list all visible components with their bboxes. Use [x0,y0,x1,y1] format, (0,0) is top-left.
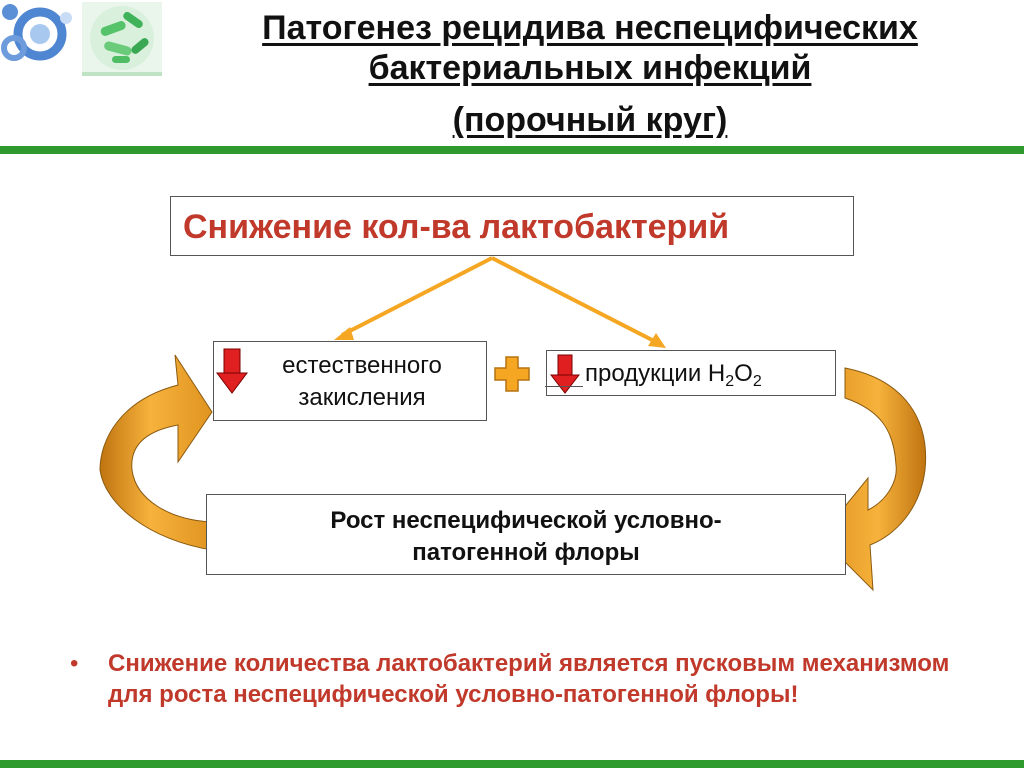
natural-acidification-box: естественного закисления [213,341,487,421]
left-box-line-2: закисления [298,384,426,411]
plus-icon [494,356,530,392]
h2o2-production-box: продукции H2O2 [546,350,836,396]
title-line-1: Патогенез рецидива неспецифических [262,9,918,47]
bullet-marker: • [70,650,79,677]
page-title-line-2: бактериальных инфекций [190,48,990,88]
cycle-arrow-icon [99,354,213,551]
connector-to-left [341,256,493,337]
main-cause-text: Снижение кол-ва лактобактерий [183,208,730,246]
down-arrow-icon [216,348,248,394]
header-divider [0,146,1024,154]
footer-divider [0,760,1024,768]
connector-left-head [334,327,354,340]
bacteria-icon [82,2,162,76]
right-box-mid: O [734,360,753,387]
bottom-box-line-1: Рост неспецифической условно- [330,507,722,534]
bottom-box-line-2: патогенной флоры [412,539,640,566]
cycle-arrow-icon-right [819,367,927,592]
right-arrow-underline [545,386,583,387]
page-title: Патогенез рецидива неспецифических [190,8,990,48]
pathogenic-flora-box: Рост неспецифической условно- патогенной… [206,494,846,575]
title-line-2: бактериальных инфекций [368,49,812,87]
right-box-prefix: продукции H [585,360,726,387]
h2o2-sub-1: 2 [725,373,735,390]
logo-rings-icon [0,0,80,76]
connector-right-head [648,333,666,348]
title-line-3: (порочный круг) [452,101,728,139]
main-cause-box: Снижение кол-ва лактобактерий [170,196,854,256]
left-box-line-1: естественного [282,352,442,379]
bullet-text: Снижение количества лактобактерий являет… [108,650,950,708]
h2o2-sub-2: 2 [752,373,762,390]
down-arrow-icon-right [550,354,580,394]
connector-to-right [491,256,659,345]
page-subtitle: (порочный круг) [190,100,990,140]
